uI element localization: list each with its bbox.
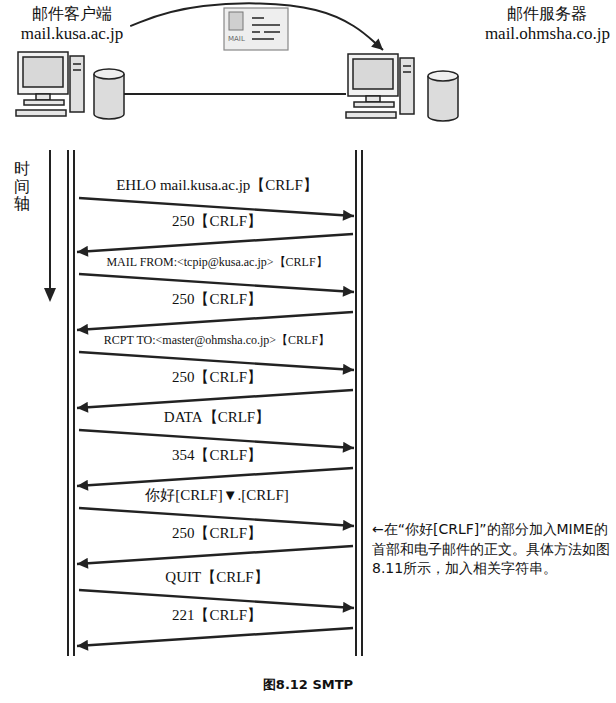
client-computer — [16, 52, 84, 116]
host-name: mail.kusa.ac.jp — [21, 24, 123, 44]
message-arrow — [79, 430, 354, 448]
server-label: 邮件服务器mail.ohmsha.co.jp — [482, 3, 613, 45]
message-label: 250【CRLF】 — [172, 213, 262, 230]
message-arrow — [77, 312, 353, 330]
message-label: 354【CRLF】 — [172, 447, 262, 464]
message-arrow — [77, 546, 353, 564]
message-label: 250【CRLF】 — [172, 369, 262, 386]
figure-caption: 图8.12 SMTP — [263, 676, 353, 694]
envelope-text: MAIL — [228, 36, 245, 43]
message-label: 250【CRLF】 — [172, 291, 262, 308]
time-axis-arrow — [44, 150, 56, 302]
network-line — [124, 93, 346, 95]
message-arrow — [79, 274, 354, 292]
message-arrow — [77, 390, 353, 408]
message-label: MAIL FROM:<tcpip@kusa.ac.jp>【CRLF】 — [106, 256, 327, 270]
mail-transfer-arrow — [130, 3, 383, 50]
message-label: EHLO mail.kusa.ac.jp【CRLF】 — [116, 177, 318, 194]
server-computer — [346, 54, 414, 118]
lifeline — [68, 150, 362, 656]
message-label: 221【CRLF】 — [172, 607, 262, 624]
server-storage — [428, 71, 458, 121]
host-name: mail.ohmsha.co.jp — [485, 24, 610, 44]
message-arrow — [79, 590, 354, 608]
message-arrow — [79, 508, 354, 526]
message-arrow — [77, 628, 353, 646]
client-storage — [94, 69, 124, 119]
annotation-note: ←在“你好[CRLF]”的部分加入MIME的首部和电子邮件的正文。具体方法如图8… — [372, 520, 610, 579]
message-label: 你好[CRLF]▼.[CRLF] — [145, 487, 289, 504]
role-name: 邮件客户端 — [21, 4, 123, 24]
message-label: DATA【CRLF】 — [164, 409, 270, 426]
message-label: 250【CRLF】 — [172, 525, 262, 542]
message-arrow — [77, 468, 353, 486]
message-label: RCPT TO:<master@ohmsha.co.jp>【CRLF】 — [104, 334, 330, 348]
time-axis-label: 时间轴 — [14, 160, 30, 213]
envelope-icon — [224, 8, 288, 50]
message-arrow — [77, 234, 353, 252]
message-arrow — [79, 352, 354, 370]
role-name: 邮件服务器 — [485, 4, 610, 24]
message-label: QUIT【CRLF】 — [165, 569, 268, 586]
client-label: 邮件客户端mail.kusa.ac.jp — [18, 3, 126, 45]
